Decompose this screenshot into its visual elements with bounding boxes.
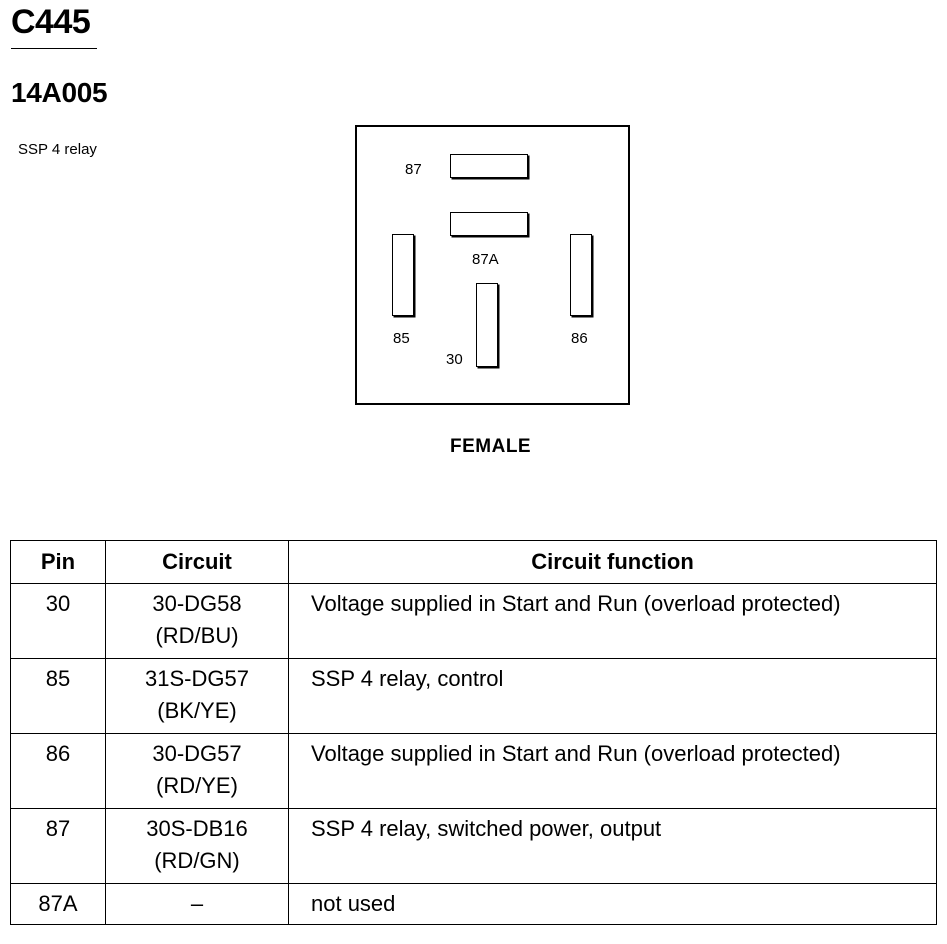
function-cell: not used (288, 883, 937, 925)
circuit-id: 30-DG58 (152, 591, 242, 616)
table-row: 30 30-DG58 (RD/BU) Voltage supplied in S… (10, 583, 937, 659)
terminal-86 (570, 234, 592, 316)
table-row: 85 31S-DG57 (BK/YE) SSP 4 relay, control (10, 658, 937, 734)
circuit-cell: 30-DG58 (RD/BU) (105, 583, 289, 659)
wire-color: (BK/YE) (157, 698, 237, 723)
terminal-85 (392, 234, 414, 316)
terminal-30 (476, 283, 498, 367)
terminal-87a (450, 212, 528, 236)
connector-id-underline (11, 48, 97, 49)
connector-face-view: 87 87A 85 86 30 (355, 125, 630, 405)
pin-cell: 86 (10, 733, 106, 809)
pin-cell: 85 (10, 658, 106, 734)
circuit-column-header: Circuit (105, 540, 289, 584)
pin-column-header: Pin (10, 540, 106, 584)
function-cell: SSP 4 relay, control (288, 658, 937, 734)
connector-gender-label: FEMALE (450, 436, 532, 457)
table-row: 87A – not used (10, 883, 937, 925)
circuit-id: 30-DG57 (152, 741, 242, 766)
circuit-cell: 31S-DG57 (BK/YE) (105, 658, 289, 734)
part-number: 14A005 (11, 77, 108, 108)
circuit-id: 30S-DB16 (146, 816, 248, 841)
function-cell: SSP 4 relay, switched power, output (288, 808, 937, 884)
circuit-cell: 30S-DB16 (RD/GN) (105, 808, 289, 884)
wire-color: (RD/YE) (156, 773, 238, 798)
circuit-cell: – (105, 883, 289, 925)
function-cell: Voltage supplied in Start and Run (overl… (288, 583, 937, 659)
wire-color: (RD/BU) (155, 623, 239, 648)
terminal-87 (450, 154, 528, 178)
pin-label-87a: 87A (472, 251, 499, 268)
circuit-cell: 30-DG57 (RD/YE) (105, 733, 289, 809)
pin-label-30: 30 (446, 351, 463, 368)
connector-id: C445 (11, 3, 91, 41)
circuit-id: – (190, 891, 204, 916)
table-row: 86 30-DG57 (RD/YE) Voltage supplied in S… (10, 733, 937, 809)
wire-color: (RD/GN) (154, 848, 240, 873)
pin-label-85: 85 (393, 330, 410, 347)
circuit-id: 31S-DG57 (145, 666, 249, 691)
pin-cell: 87 (10, 808, 106, 884)
pin-table: Pin Circuit Circuit function 30 30-DG58 … (10, 540, 937, 925)
connector-description: SSP 4 relay (18, 141, 97, 158)
function-column-header: Circuit function (288, 540, 937, 584)
pin-cell: 30 (10, 583, 106, 659)
pin-table-header-row: Pin Circuit Circuit function (10, 540, 937, 584)
pin-label-86: 86 (571, 330, 588, 347)
pin-label-87: 87 (405, 161, 422, 178)
pin-cell: 87A (10, 883, 106, 925)
function-cell: Voltage supplied in Start and Run (overl… (288, 733, 937, 809)
table-row: 87 30S-DB16 (RD/GN) SSP 4 relay, switche… (10, 808, 937, 884)
